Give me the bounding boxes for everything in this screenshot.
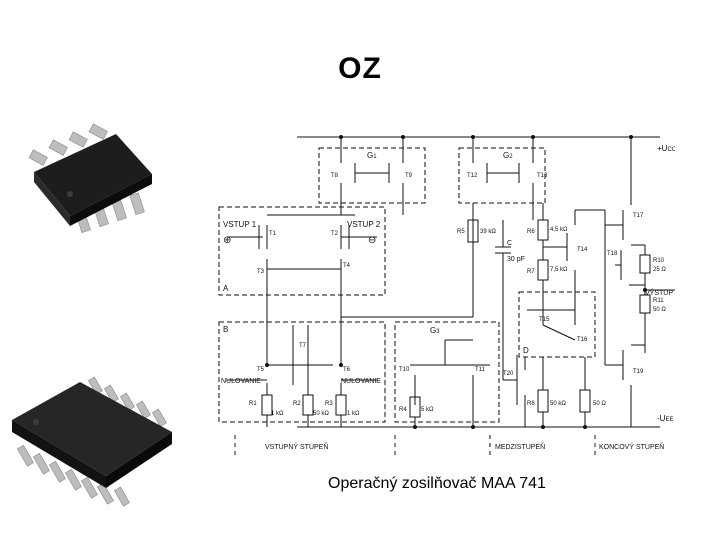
null2-label: NULOVANIE <box>341 378 381 385</box>
r10-value: 25 Ω <box>653 267 666 273</box>
r8-value: 50 kΩ <box>550 401 566 407</box>
t4-label: T4 <box>343 263 351 269</box>
vcc-label: +UCC <box>657 144 675 153</box>
input1-label: VSTUP 1 <box>223 220 257 229</box>
r2-name: R2 <box>293 401 301 407</box>
cap-value: 30 pF <box>507 256 525 263</box>
g2-label: G2 <box>503 151 513 160</box>
t8-label: T8 <box>331 173 339 179</box>
t20-label: T20 <box>503 371 514 377</box>
block-b-label: B <box>223 325 228 334</box>
block-b-border <box>218 321 386 423</box>
t7-label: T7 <box>299 343 307 349</box>
cap-name: C <box>507 240 512 247</box>
schematic-caption: Operačný zosilňovač MAA 741 <box>328 475 546 492</box>
g2-block-border <box>458 147 546 204</box>
t11-label: T11 <box>475 367 486 373</box>
t5-label: T5 <box>257 367 265 373</box>
t3-label: T3 <box>257 269 265 275</box>
slide-title: OZ <box>338 52 382 85</box>
null1-label: NULOVANIE <box>221 378 261 385</box>
t6-label: T6 <box>343 367 351 373</box>
r7-name: R7 <box>527 269 535 275</box>
t2-label: T2 <box>331 231 339 237</box>
t15-label: T15 <box>539 317 550 323</box>
soic-8-chip-image <box>28 123 152 234</box>
r8-name: R8 <box>527 401 535 407</box>
block-d-label: D <box>523 346 529 355</box>
t1-label: T1 <box>269 231 277 237</box>
t17-label: T17 <box>633 213 644 219</box>
input2-label: VSTUP 2 <box>347 220 381 229</box>
g3-block-border <box>394 321 500 423</box>
plus-input-icon: ⊕ <box>223 235 231 246</box>
block-d-border <box>518 291 596 358</box>
r4-name: R4 <box>399 407 407 413</box>
minus-input-icon: ⊖ <box>368 235 376 246</box>
soic-14-chip-image <box>12 376 172 507</box>
g1-block-border <box>318 147 426 204</box>
r5-value: 39 kΩ <box>480 229 496 235</box>
vee-label: -UEE <box>657 414 673 423</box>
t9-label: T9 <box>405 173 413 179</box>
t10-label: T10 <box>399 367 410 373</box>
r2-value: 50 kΩ <box>313 411 329 417</box>
g3-label: G3 <box>430 326 440 335</box>
r6-value: 4,5 kΩ <box>550 227 568 233</box>
t14-label: T14 <box>577 247 588 253</box>
stage-mid-label: MEDZISTUPEŇ <box>495 442 545 451</box>
t13-label: T13 <box>537 173 548 179</box>
r11-value: 50 Ω <box>653 307 666 313</box>
stage-end-label: KONCOVÝ STUPEŇ <box>599 442 664 451</box>
r7-value: 7,5 kΩ <box>550 267 568 273</box>
t19-label: T19 <box>633 369 644 375</box>
r5-name: R5 <box>457 229 465 235</box>
r4-value: 5 kΩ <box>421 407 434 413</box>
t12-label: T12 <box>467 173 478 179</box>
r3-name: R3 <box>325 401 333 407</box>
t16-label: T16 <box>577 337 588 343</box>
op-amp-schematic: +UCC -UEE A B D VSTUP 1 VSTUP 2 ⊕ ⊖ NULO… <box>218 135 675 455</box>
r10-name: R10 <box>653 258 665 264</box>
r6-name: R6 <box>527 229 535 235</box>
block-a-label: A <box>223 284 229 293</box>
stage-input-label: VSTUPNÝ STUPEŇ <box>265 442 328 451</box>
r3-value: 1 kΩ <box>347 411 360 417</box>
g1-label: G1 <box>367 151 377 160</box>
r1-name: R1 <box>249 401 257 407</box>
r9-value: 50 Ω <box>593 401 606 407</box>
block-a-border <box>218 206 386 296</box>
r1-value: 1 kΩ <box>271 411 284 417</box>
output-label: VÝSTUP <box>645 288 673 297</box>
r11-name: R11 <box>653 298 664 304</box>
t18-label: T18 <box>607 251 618 257</box>
